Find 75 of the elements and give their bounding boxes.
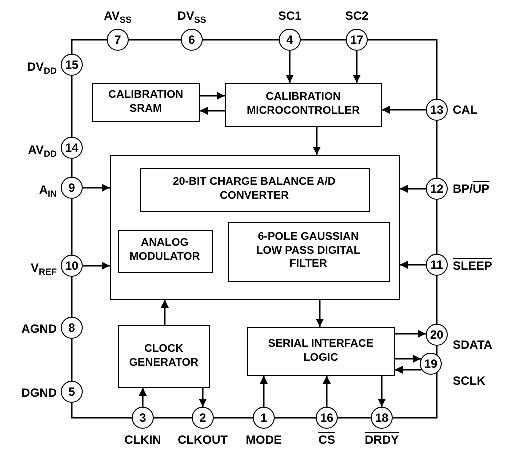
arrow: [323, 376, 331, 407]
arrow: [378, 376, 386, 407]
arrow: [286, 51, 294, 83]
pin-label: SDATA: [453, 338, 493, 352]
arrow: [395, 330, 426, 338]
pin-label: CAL: [453, 103, 478, 117]
interface-block: [247, 327, 395, 376]
pin-circle: 4: [279, 29, 301, 51]
pin-label: AV$_{SS}$: [104, 9, 132, 27]
arrow: [200, 107, 225, 115]
pin-label: SLEEP: [453, 259, 492, 273]
pin-circle: 20: [426, 324, 448, 346]
pin-label: V$_{REF}$: [30, 261, 57, 279]
arrow: [83, 262, 110, 270]
arrow: [161, 300, 169, 325]
converter-core-block: [110, 155, 400, 300]
pin-label: CLKIN: [124, 433, 162, 447]
arrow: [382, 106, 426, 114]
arrow: [395, 355, 422, 363]
pin-circle: 8: [61, 317, 83, 339]
pin-label: DGND: [22, 386, 57, 400]
block-label: CLOCK GENERATOR: [128, 342, 200, 370]
pin-label: MODE: [246, 433, 282, 447]
pin-label: CLKOUT: [178, 433, 228, 447]
block-label: SERIAL INTERFACE LOGIC: [267, 338, 375, 366]
arrow: [260, 376, 268, 407]
pin-circle: 1: [253, 407, 275, 429]
pin-circle: 3: [132, 407, 154, 429]
pin-circle: 9: [61, 177, 83, 199]
pin-circle: 12: [426, 178, 448, 200]
arrow: [83, 184, 110, 192]
pin-circle: 15: [61, 54, 83, 76]
pin-label: AV$_{DD}$: [28, 143, 57, 161]
memory-block: [92, 83, 200, 122]
pin-circle: 13: [426, 99, 448, 121]
pin-circle: 10: [61, 255, 83, 277]
pin-label: DRDY: [364, 433, 399, 447]
pin-label: SC1: [278, 9, 302, 23]
pin-label: DV$_{SS}$: [178, 9, 206, 27]
arrow: [316, 300, 324, 327]
filter-block: [228, 222, 390, 282]
pin-circle: 2: [192, 407, 214, 429]
pin-label: AGND: [22, 322, 57, 336]
block-label: 20-BIT CHARGE BALANCE A/D CONVERTER: [172, 176, 337, 204]
pin-circle: 5: [61, 381, 83, 403]
pin-circle: 18: [371, 407, 393, 429]
pin-label: SC2: [345, 9, 369, 23]
block-label: CALIBRATION MICROCONTROLLER: [246, 91, 362, 119]
microcontroller-block: [225, 83, 382, 127]
arrow: [313, 127, 321, 155]
arrow: [199, 388, 207, 407]
modulator-block: [118, 230, 212, 272]
arrow: [400, 185, 426, 193]
arrow: [200, 92, 225, 100]
pin-circle: 16: [316, 407, 338, 429]
pin-circle: 11: [426, 254, 448, 276]
pin-circle: 14: [61, 137, 83, 159]
pin-circle: 19: [420, 353, 442, 375]
pin-circle: 7: [107, 29, 129, 51]
clock-block: [118, 325, 210, 388]
arrow: [395, 366, 422, 374]
block-label: CALIBRATION SRAM: [108, 88, 184, 116]
pin-circle: 6: [181, 29, 203, 51]
pin-label: BP/UP: [453, 182, 490, 196]
pin-circle: 17: [346, 29, 368, 51]
block-label: 6-POLE GAUSSIAN LOW PASS DIGITAL FILTER: [255, 230, 362, 272]
pin-label: A$_{IN}$: [39, 183, 57, 201]
arrow: [353, 51, 361, 83]
converter-block: [140, 168, 370, 212]
arrow: [139, 388, 147, 407]
block-label: ANALOG MODULATOR: [128, 237, 202, 265]
pin-label: CS: [318, 433, 336, 447]
arrow: [400, 261, 426, 269]
pin-label: DV$_{DD}$: [27, 60, 57, 78]
pin-label: SCLK: [453, 374, 486, 388]
